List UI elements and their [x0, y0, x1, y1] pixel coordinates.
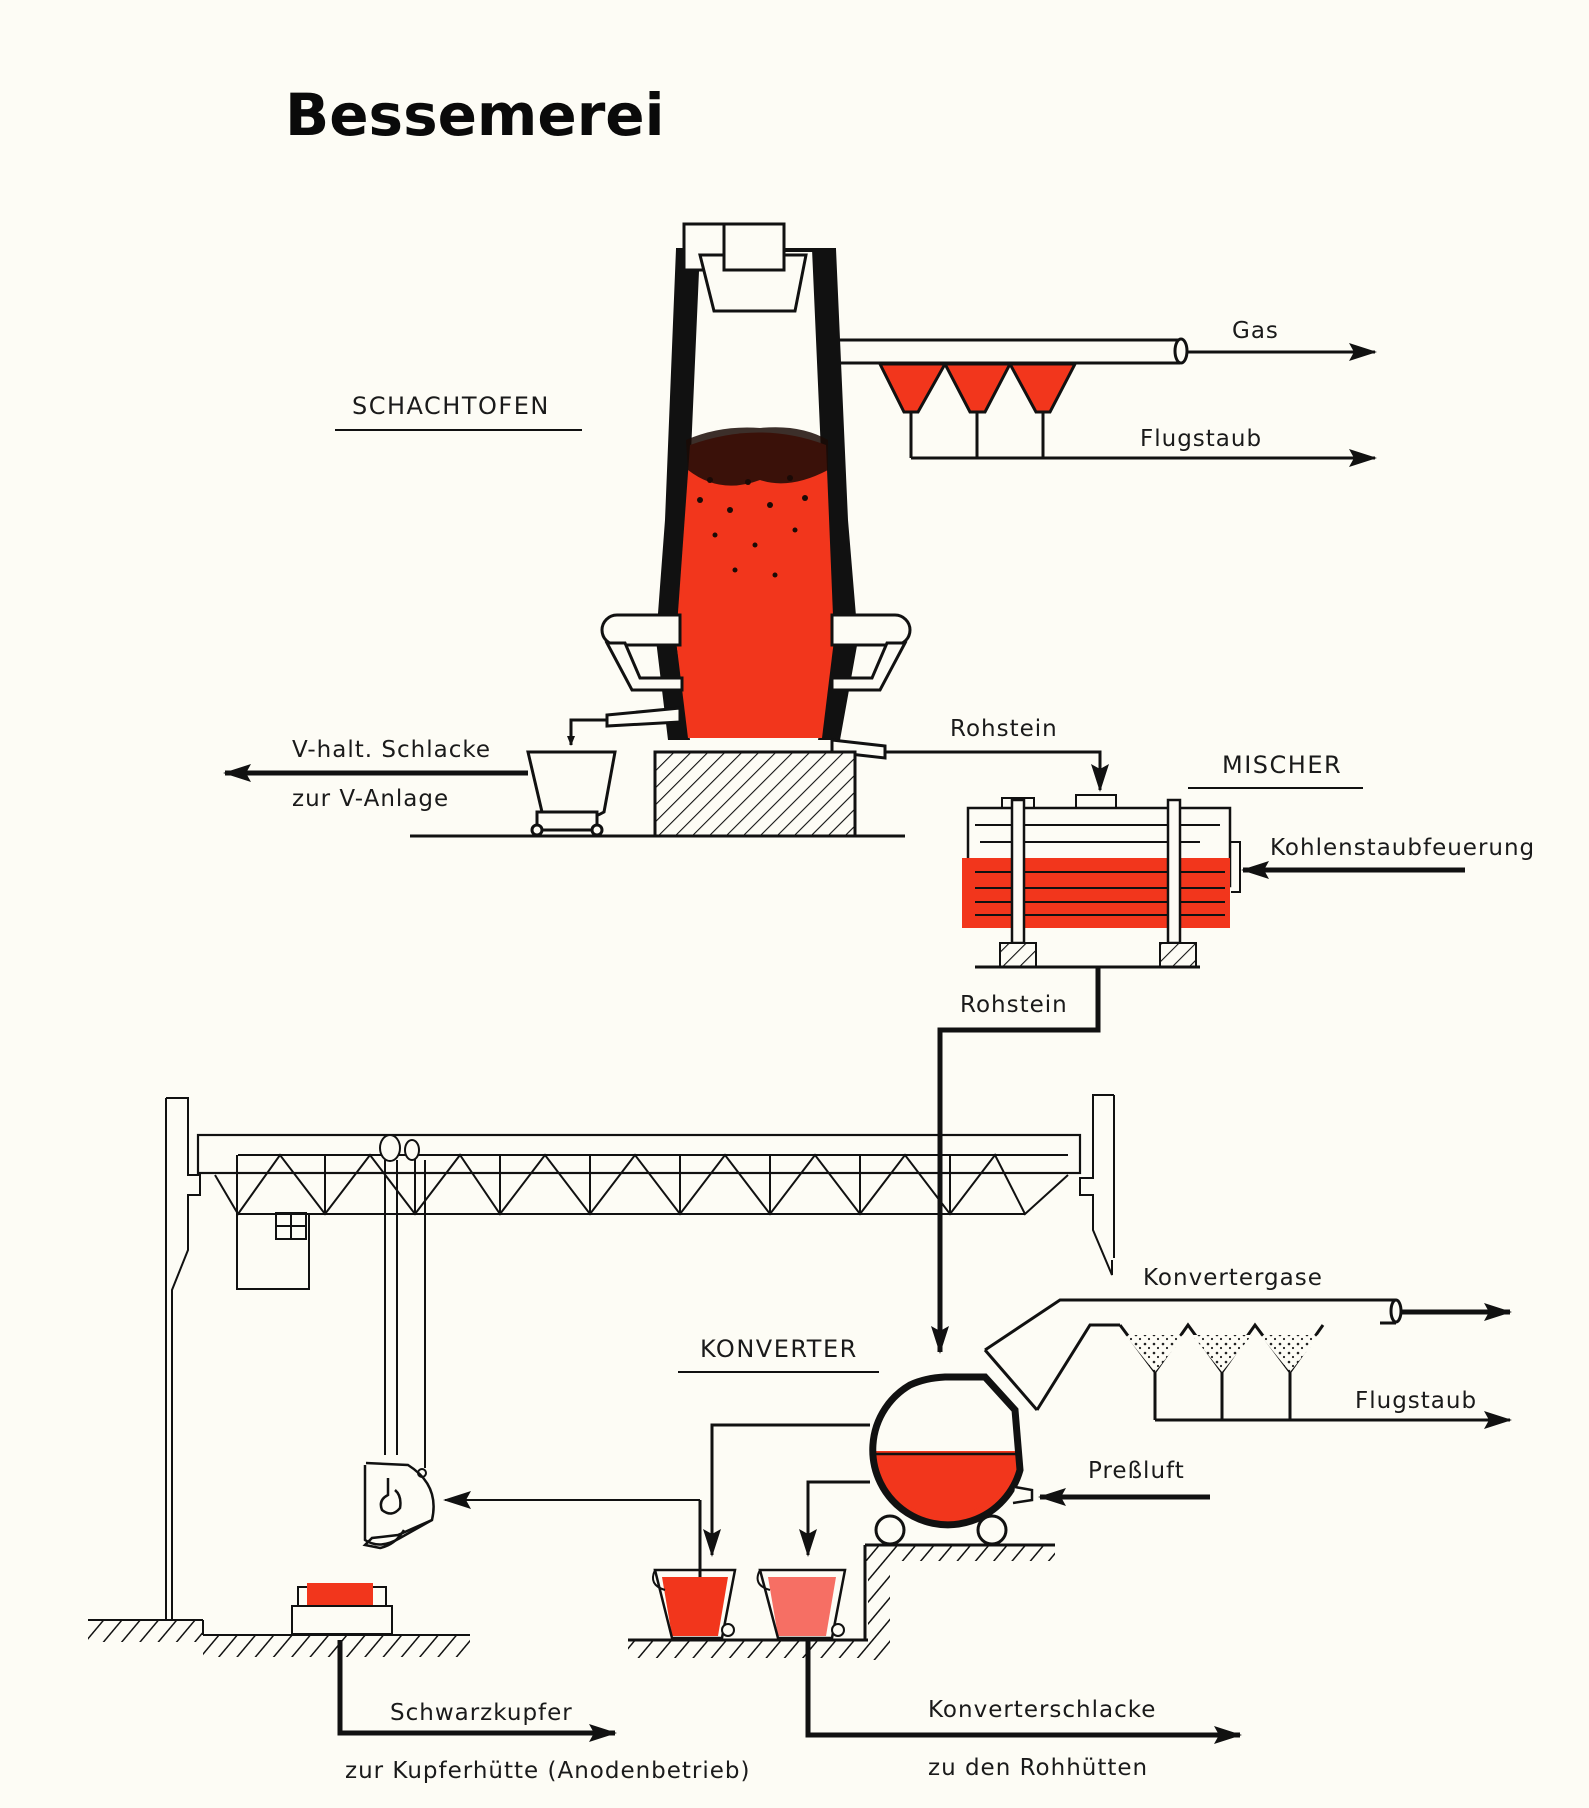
label-schachtofen: SCHACHTOFEN [352, 392, 550, 420]
rohstein-to-converter-arrow [931, 967, 1101, 1354]
copper-ladle [652, 1568, 737, 1640]
crane-hook-icon [379, 1478, 402, 1515]
slag-car [526, 750, 617, 837]
label-konverter: KONVERTER [700, 1335, 858, 1363]
label-slag-line1: V-halt. Schlacke [292, 737, 491, 763]
shaft-furnace [223, 222, 1377, 838]
label-schwarzkupfer: Schwarzkupfer [390, 1700, 573, 1726]
label-rohhuetten: zu den Rohhütten [928, 1755, 1148, 1781]
label-kupferhuette: zur Kupferhütte (Anodenbetrieb) [345, 1758, 751, 1784]
label-pressluft: Preßluft [1088, 1458, 1185, 1484]
slag-spout [605, 706, 682, 728]
converter-gas-system [983, 1298, 1512, 1429]
label-rohstein-1: Rohstein [950, 716, 1058, 742]
pour-copper-arrow [703, 1423, 870, 1557]
tuyere-ring-right [830, 613, 912, 692]
furnace-charge [676, 432, 834, 738]
overhead-crane [165, 1094, 1115, 1635]
rohstein-to-mixer-arrow [885, 750, 1109, 792]
slag-ladle [756, 1568, 847, 1640]
label-konverterschlacke: Konverterschlacke [928, 1697, 1156, 1723]
label-slag-line2: zur V-Anlage [292, 786, 449, 812]
label-kohlenstaubfeuerung: Kohlenstaubfeuerung [1270, 835, 1535, 861]
furnace-foundation [653, 750, 857, 838]
mixer-vessel [962, 794, 1241, 969]
label-furnace-flugstaub: Flugstaub [1140, 426, 1262, 452]
converter-vessel [869, 1373, 1034, 1546]
charge-particles [697, 475, 808, 578]
tuyere-ring-left [600, 613, 684, 692]
label-konvertergase: Konvertergase [1143, 1265, 1323, 1291]
label-mischer: MISCHER [1222, 751, 1342, 779]
pour-slag-arrow [799, 1480, 870, 1557]
label-gas: Gas [1232, 318, 1279, 344]
furnace-dust-hoppers [877, 362, 1377, 467]
black-copper-arrow [337, 1640, 617, 1742]
converter-slag-arrow [805, 1640, 1242, 1744]
label-rohstein-2: Rohstein [960, 992, 1068, 1018]
diagram-title: Bessemerei [285, 81, 665, 149]
label-converter-flugstaub: Flugstaub [1355, 1388, 1477, 1414]
black-copper-ingot [307, 1583, 373, 1605]
casting-floor [88, 1583, 470, 1657]
